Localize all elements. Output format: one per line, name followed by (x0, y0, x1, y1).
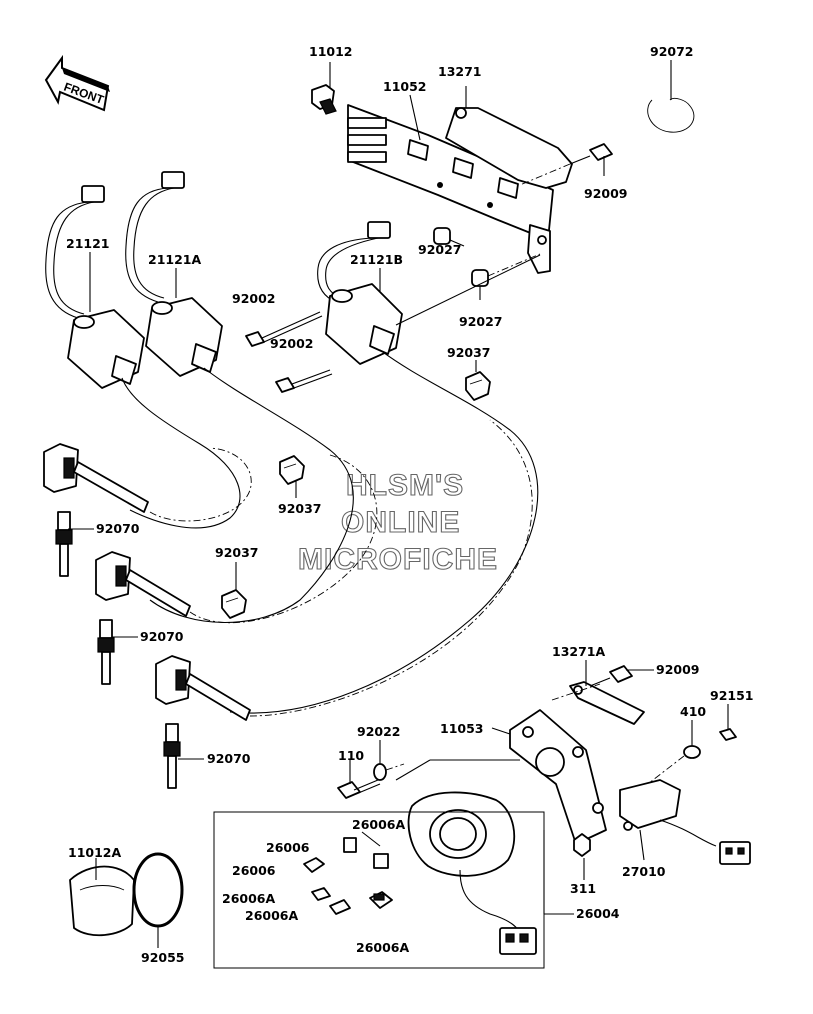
sensor-27010-icon (619, 779, 751, 865)
clip-92072-icon (647, 60, 695, 133)
plug-cap-b-icon (95, 551, 191, 617)
bolt-11012-icon (311, 62, 337, 115)
label-311: 311 (570, 881, 596, 896)
label-92072: 92072 (650, 44, 694, 59)
label-26006A-b: 26006A (222, 891, 275, 906)
front-arrow-icon: FRONT (44, 54, 110, 112)
washer-410-icon (639, 720, 701, 791)
fuse-26006A-c-icon (329, 899, 351, 915)
label-92055: 92055 (141, 950, 185, 965)
label-92002-a: 92002 (232, 291, 276, 306)
clamp-92037-a-icon (465, 371, 491, 401)
spark-plug-92070-c-icon (163, 723, 181, 789)
fuse-26006A-d-icon (369, 891, 393, 909)
clamp-92037-c-icon (221, 589, 247, 619)
ignition-coil-21121A-icon (125, 171, 354, 624)
wire-routing-lines (149, 419, 533, 717)
label-11053: 11053 (440, 721, 484, 736)
label-92151: 92151 (710, 688, 754, 703)
label-92022: 92022 (357, 724, 401, 739)
label-410: 410 (680, 704, 706, 719)
label-92070-c: 92070 (207, 751, 251, 766)
label-21121: 21121 (66, 236, 110, 251)
label-26006A-c: 26006A (245, 908, 298, 923)
bolt-92002-a-icon (245, 311, 323, 347)
label-26006-a: 26006 (266, 840, 310, 855)
label-92009-top: 92009 (584, 186, 628, 201)
label-13271A: 13271A (552, 644, 605, 659)
bracket-11053-icon (491, 709, 607, 845)
label-11052: 11052 (383, 79, 427, 94)
label-92002-b: 92002 (270, 336, 314, 351)
cap-11012A-icon (69, 858, 135, 937)
bolt-110-icon (337, 760, 381, 799)
bolt-92009-mid-icon (589, 665, 654, 687)
label-26004: 26004 (576, 906, 620, 921)
label-92037-a: 92037 (447, 345, 491, 360)
o-ring-92055-icon (132, 852, 184, 948)
label-92037-c: 92037 (215, 545, 259, 560)
label-11012A: 11012A (68, 845, 121, 860)
label-110: 110 (338, 748, 364, 763)
label-21121B: 21121B (350, 252, 403, 267)
watermark-line-2: ONLINE (341, 506, 460, 539)
bolt-92002-b-icon (275, 369, 333, 393)
leader-lines (68, 252, 574, 915)
collar-92027-a-icon (433, 227, 465, 247)
label-13271: 13271 (438, 64, 482, 79)
plate-extension-icon (527, 224, 551, 274)
fuse-26006-a-icon (373, 853, 389, 869)
label-21121A: 21121A (148, 252, 201, 267)
fuse-26006A-b-icon (311, 887, 331, 901)
nut-311-icon (573, 833, 591, 880)
fuel-filler-26004-icon (395, 759, 537, 955)
label-92070-a: 92070 (96, 521, 140, 536)
spark-plug-92070-a-icon (55, 511, 73, 577)
label-92009-mid: 92009 (656, 662, 700, 677)
plug-cap-a-icon (43, 443, 149, 513)
label-92070-b: 92070 (140, 629, 184, 644)
spark-plug-92070-b-icon (97, 619, 115, 685)
label-27010: 27010 (622, 864, 666, 879)
bolt-92009-top-icon (519, 143, 613, 186)
fuse-26006-b-icon (303, 857, 325, 873)
fuse-26006A-top-icon (343, 831, 381, 853)
label-92027-a: 92027 (418, 242, 462, 257)
bolt-92151-icon (719, 704, 737, 741)
watermark-line-3: MICROFICHE (298, 543, 498, 576)
label-26006A-top: 26006A (352, 817, 405, 832)
label-26006A-d: 26006A (356, 940, 409, 955)
label-26006-b: 26006 (232, 863, 276, 878)
watermark: HLSM'S ONLINE MICROFICHE (297, 468, 498, 576)
plug-cap-c-icon (155, 655, 251, 721)
collar-92027-b-icon (471, 253, 541, 300)
plate-13271-icon (445, 86, 573, 189)
clamp-92037-b-icon (279, 455, 305, 485)
label-11012: 11012 (309, 44, 353, 59)
label-92037-b: 92037 (278, 501, 322, 516)
ignition-coil-21121-icon (45, 185, 241, 529)
part-labels: 11012 13271 92072 11052 92009 21121 2112… (66, 44, 754, 965)
plate-13271A-icon (551, 660, 645, 725)
watermark-line-1: HLSM'S (346, 469, 464, 502)
washer-92022-icon (373, 740, 405, 781)
label-92027-b: 92027 (459, 314, 503, 329)
ignition-coil-21121B-icon (229, 221, 541, 714)
